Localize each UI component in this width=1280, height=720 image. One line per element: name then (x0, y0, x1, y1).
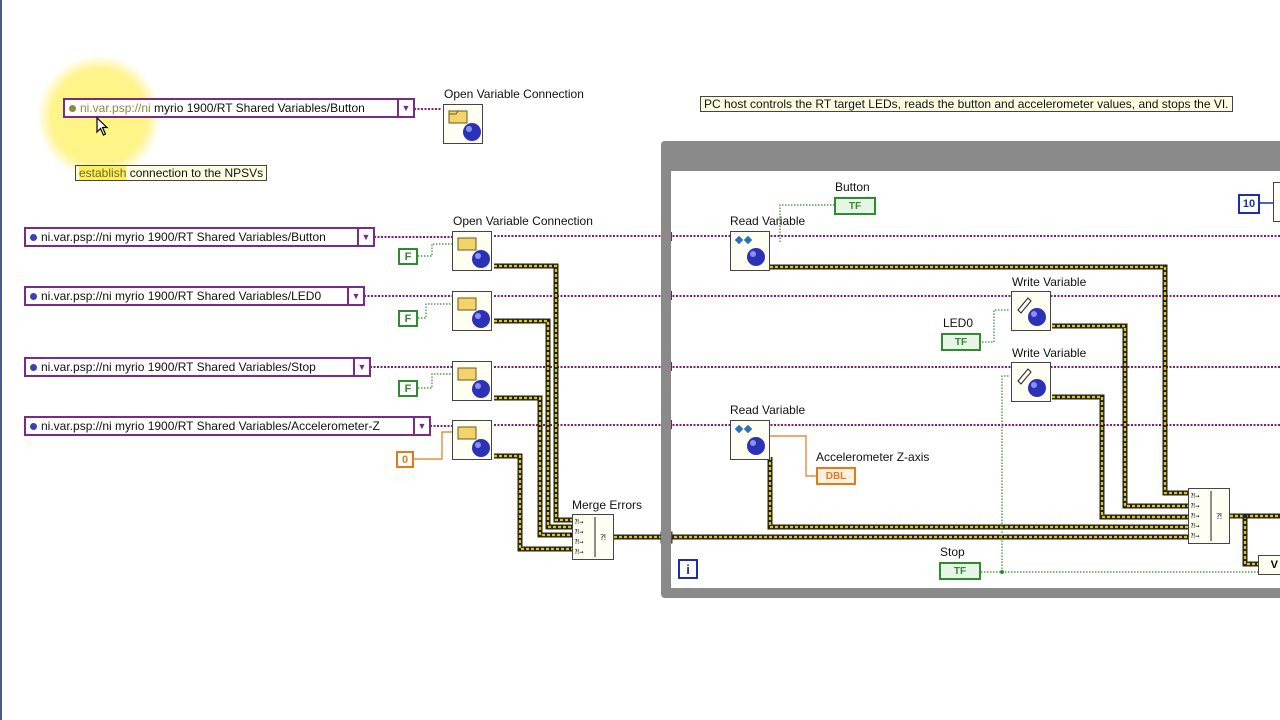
svg-text:⁈→: ⁈→ (1191, 492, 1199, 500)
stop-control[interactable]: TF (939, 562, 981, 580)
write-variable-node[interactable] (1011, 362, 1051, 402)
dropdown-arrow-icon[interactable]: ▼ (357, 229, 373, 245)
svg-text:⁈→: ⁈→ (1191, 532, 1199, 540)
read-variable-node[interactable] (730, 420, 770, 460)
path-dot-icon (30, 233, 37, 241)
open-variable-node[interactable] (452, 361, 492, 401)
read-variable-label: Read Variable (730, 214, 806, 228)
svg-text:⁈→: ⁈→ (575, 518, 583, 526)
path-text: ni.var.psp://ni myrio 1900/RT Shared Var… (41, 289, 322, 303)
path-dot-icon (30, 422, 37, 430)
dropdown-arrow-icon[interactable]: ▼ (397, 100, 413, 116)
accel-indicator[interactable]: DBL (816, 467, 856, 485)
open-variable-node[interactable] (452, 291, 492, 331)
led0-control[interactable]: TF (941, 333, 981, 351)
merge-errors-node-loop[interactable]: ⁈→ ⁈→ ⁈→ ⁈→ ⁈→ ⁈ (1188, 488, 1230, 544)
false-constant[interactable]: F (398, 248, 418, 265)
path-highlight-text: ni.var.psp://ni (80, 101, 151, 115)
open-variable-node[interactable] (452, 231, 492, 271)
svg-text:⁈→: ⁈→ (1191, 522, 1199, 530)
svg-text:⁈: ⁈ (1216, 512, 1222, 521)
path-dot-icon (30, 363, 37, 371)
svg-text:⁈→: ⁈→ (1191, 512, 1199, 520)
path-dot-icon (69, 104, 76, 112)
svg-text:⁈→: ⁈→ (1191, 502, 1199, 510)
button-indicator[interactable]: TF (834, 197, 876, 215)
read-variable-node[interactable] (730, 231, 770, 271)
open-variable-node-top[interactable] (443, 104, 483, 144)
dropdown-arrow-icon[interactable]: ▼ (347, 288, 363, 304)
establish-note: establish connection to the NPSVs (75, 165, 268, 181)
merge-errors-label: Merge Errors (572, 498, 643, 512)
window-left-edge (0, 0, 2, 720)
svg-text:⁈: ⁈ (600, 533, 606, 542)
accel-indicator-label: Accelerometer Z-axis (816, 450, 930, 464)
path-control-accelerometer[interactable]: ni.var.psp://ni myrio 1900/RT Shared Var… (24, 416, 431, 436)
path-dot-icon (30, 292, 37, 300)
write-variable-node[interactable] (1011, 291, 1051, 331)
led0-label: LED0 (943, 316, 974, 330)
top-path-control[interactable]: ni.var.psp://ni myrio 1900/RT Shared Var… (63, 98, 415, 118)
zero-constant[interactable]: 0 (396, 451, 414, 468)
write-variable-label: Write Variable (1012, 346, 1087, 360)
path-control-led0[interactable]: ni.var.psp://ni myrio 1900/RT Shared Var… (24, 286, 365, 306)
stop-label: Stop (940, 545, 965, 559)
read-variable-label: Read Variable (730, 403, 806, 417)
path-text: ni.var.psp://ni myrio 1900/RT Shared Var… (41, 360, 316, 374)
ten-constant[interactable]: 10 (1238, 194, 1260, 214)
write-variable-label: Write Variable (1012, 275, 1087, 289)
mouse-cursor-icon (96, 116, 110, 142)
open-variable-label: Open Variable Connection (453, 214, 593, 228)
dropdown-arrow-icon[interactable]: ▼ (413, 418, 429, 434)
open-variable-label-top: Open Variable Connection (444, 87, 584, 101)
path-text: ni.var.psp://ni myrio 1900/RT Shared Var… (41, 419, 380, 433)
or-node[interactable]: V (1258, 555, 1280, 575)
false-constant[interactable]: F (398, 310, 418, 327)
path-text: myrio 1900/RT Shared Variables/Button (150, 101, 365, 115)
note-text: connection to the NPSVs (126, 166, 264, 180)
path-control-button[interactable]: ni.var.psp://ni myrio 1900/RT Shared Var… (24, 227, 375, 247)
wait-node-edge[interactable] (1273, 182, 1280, 222)
svg-text:⁈→: ⁈→ (575, 548, 583, 556)
iteration-terminal: i (678, 559, 698, 579)
merge-errors-node[interactable]: ⁈→ ⁈→ ⁈→ ⁈→ ⁈ (572, 514, 614, 560)
button-indicator-label: Button (835, 180, 870, 194)
comment-box: PC host controls the RT target LEDs, rea… (700, 96, 1233, 112)
path-text: ni.var.psp://ni myrio 1900/RT Shared Var… (41, 230, 326, 244)
dropdown-arrow-icon[interactable]: ▼ (353, 359, 369, 375)
false-constant[interactable]: F (398, 380, 418, 397)
path-control-stop[interactable]: ni.var.psp://ni myrio 1900/RT Shared Var… (24, 357, 371, 377)
note-highlight: establish (79, 166, 127, 180)
open-variable-node[interactable] (452, 420, 492, 460)
svg-text:⁈→: ⁈→ (575, 528, 583, 536)
while-loop-frame[interactable] (661, 141, 1280, 598)
svg-text:⁈→: ⁈→ (575, 538, 583, 546)
